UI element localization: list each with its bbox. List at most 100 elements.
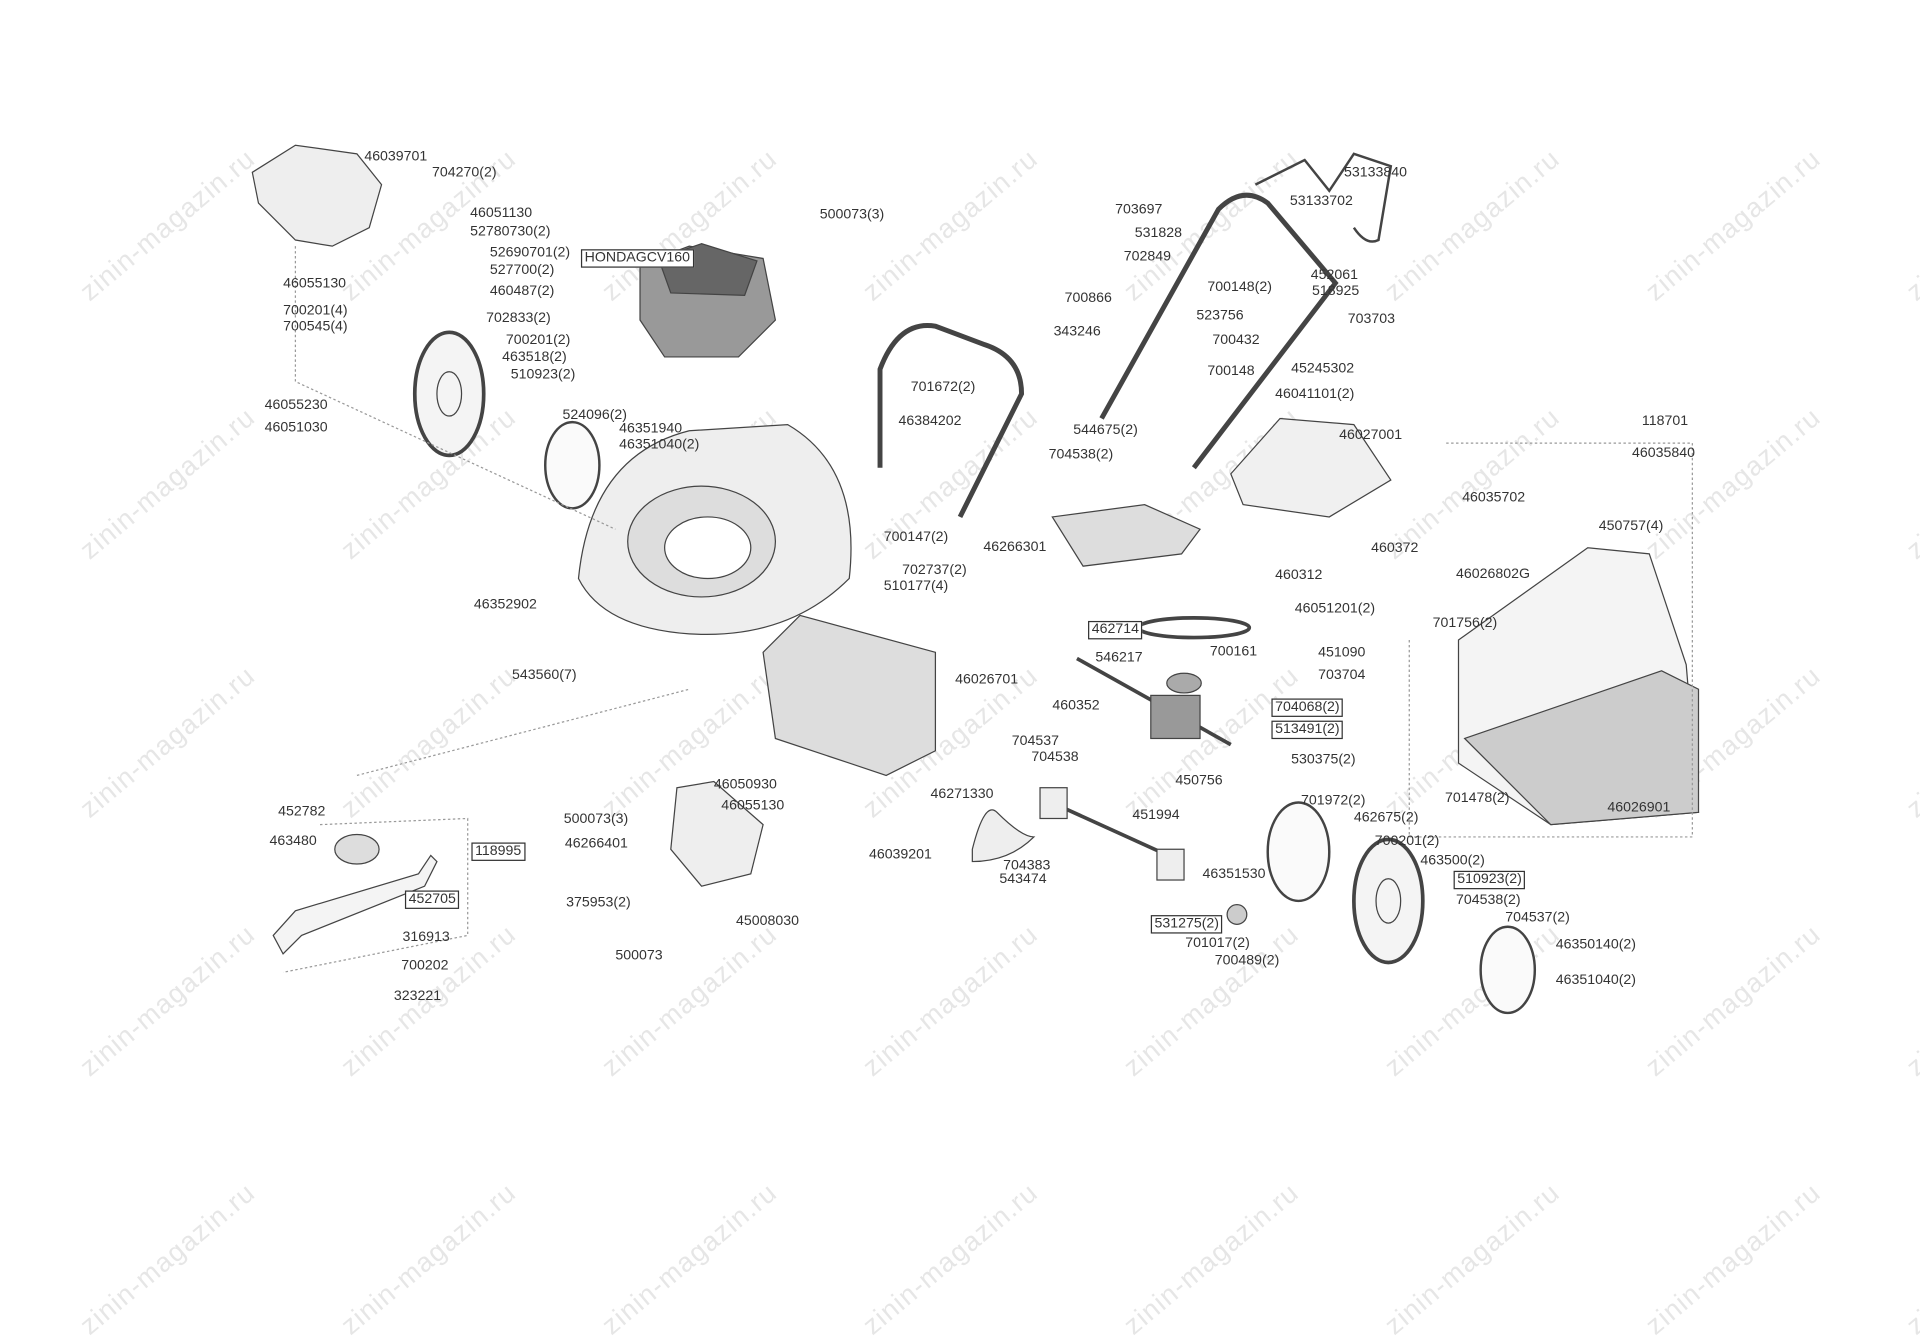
part-label-460312[interactable]: 460312 (1275, 568, 1323, 583)
part-label-463510402[interactable]: 46351040(2) (619, 437, 700, 453)
part-label-5303752[interactable]: 530375(2) (1291, 752, 1356, 768)
part-label-700148[interactable]: 700148 (1207, 363, 1255, 379)
part-label-7001472[interactable]: 700147(2) (883, 529, 949, 545)
part-label-46351530[interactable]: 46351530 (1202, 867, 1266, 882)
part-label-46051130[interactable]: 46051130 (470, 206, 533, 221)
part-label-452782[interactable]: 452782 (278, 804, 326, 820)
part-label-46055230[interactable]: 46055230 (264, 398, 328, 413)
part-label-700202[interactable]: 700202 (401, 958, 449, 973)
part-label-5000733[interactable]: 500073(3) (819, 207, 885, 223)
part-label-46351940[interactable]: 46351940 (619, 421, 683, 437)
part-label-526907012[interactable]: 52690701(2) (489, 245, 571, 261)
part-label-hondagcv160[interactable]: HONDAGCV160 (580, 249, 694, 268)
part-label-450756[interactable]: 450756 (1175, 773, 1223, 789)
part-label-46027001[interactable]: 46027001 (1339, 427, 1403, 443)
part-label-4626752[interactable]: 462675(2) (1353, 810, 1419, 826)
part-label-451090[interactable]: 451090 (1318, 645, 1366, 661)
part-label-46051030[interactable]: 46051030 (264, 420, 328, 436)
part-label-46035702[interactable]: 46035702 (1462, 490, 1526, 506)
part-label-704383[interactable]: 704383 (1003, 858, 1051, 874)
part-label-5109232[interactable]: 510923(2) (1453, 870, 1526, 890)
part-label-5277002[interactable]: 527700(2) (489, 262, 555, 278)
part-label-316913[interactable]: 316913 (402, 929, 450, 945)
part-label-4507574[interactable]: 450757(4) (1598, 518, 1664, 534)
part-label-7016722[interactable]: 701672(2) (910, 379, 976, 395)
part-label-463510402[interactable]: 46351040(2) (1555, 972, 1637, 988)
part-label-703697[interactable]: 703697 (1115, 202, 1163, 218)
part-label-7019722[interactable]: 701972(2) (1300, 793, 1366, 809)
part-label-5312752[interactable]: 531275(2) (1150, 915, 1223, 934)
part-label-518925[interactable]: 518925 (1312, 283, 1360, 299)
part-label-5109232[interactable]: 510923(2) (510, 367, 576, 383)
part-label-700866[interactable]: 700866 (1064, 291, 1112, 306)
part-label-46384202[interactable]: 46384202 (898, 414, 962, 429)
part-label-460512012[interactable]: 46051201(2) (1294, 601, 1376, 617)
part-label-46026802g[interactable]: 46026802G (1456, 566, 1531, 582)
part-label-703704[interactable]: 703704 (1318, 667, 1366, 683)
part-label-7004892[interactable]: 700489(2) (1214, 953, 1280, 969)
part-label-452705[interactable]: 452705 (404, 890, 460, 909)
part-label-523756[interactable]: 523756 (1196, 308, 1244, 324)
part-label-5101774[interactable]: 510177(4) (883, 579, 949, 594)
part-label-118701[interactable]: 118701 (1641, 414, 1689, 429)
part-label-45008030[interactable]: 45008030 (736, 913, 800, 929)
part-label-7027372[interactable]: 702737(2) (902, 563, 967, 578)
part-label-46026701[interactable]: 46026701 (955, 672, 1019, 688)
part-label-118995[interactable]: 118995 (471, 842, 525, 861)
part-label-7045382[interactable]: 704538(2) (1048, 447, 1114, 463)
part-label-46026901[interactable]: 46026901 (1607, 800, 1671, 816)
part-label-527807302[interactable]: 52780730(2) (470, 224, 551, 240)
part-label-463501402[interactable]: 46350140(2) (1555, 937, 1637, 953)
part-label-3759532[interactable]: 375953(2) (566, 895, 631, 911)
part-label-462714[interactable]: 462714 (1088, 620, 1143, 640)
part-label-46035840[interactable]: 46035840 (1632, 446, 1696, 461)
part-label-4635002[interactable]: 463500(2) (1420, 853, 1485, 869)
part-label-53133840[interactable]: 53133840 (1344, 165, 1408, 181)
part-label-7002012[interactable]: 700201(2) (1374, 833, 1440, 849)
part-label-46352902[interactable]: 46352902 (473, 597, 537, 613)
part-label-46271330[interactable]: 46271330 (930, 787, 994, 802)
part-label-4604872[interactable]: 460487(2) (489, 283, 555, 299)
part-label-7017562[interactable]: 701756(2) (1432, 616, 1498, 631)
part-label-7014782[interactable]: 701478(2) (1444, 790, 1510, 806)
part-label-704538[interactable]: 704538 (1031, 750, 1079, 765)
part-label-460411012[interactable]: 46041101(2) (1275, 387, 1355, 402)
part-label-343246[interactable]: 343246 (1053, 324, 1101, 340)
part-label-7002014[interactable]: 700201(4) (283, 303, 348, 319)
part-label-4635182[interactable]: 463518(2) (502, 350, 567, 365)
part-label-460352[interactable]: 460352 (1052, 698, 1100, 714)
part-label-46055130[interactable]: 46055130 (283, 276, 347, 292)
part-label-543474[interactable]: 543474 (999, 872, 1047, 887)
part-label-53133702[interactable]: 53133702 (1289, 193, 1353, 209)
part-label-46055130[interactable]: 46055130 (721, 798, 785, 813)
part-label-700432[interactable]: 700432 (1212, 332, 1260, 348)
part-label-463480[interactable]: 463480 (269, 833, 317, 849)
part-label-7045372[interactable]: 704537(2) (1505, 910, 1570, 925)
part-label-45245302[interactable]: 45245302 (1291, 361, 1355, 377)
part-label-5446752[interactable]: 544675(2) (1073, 422, 1138, 438)
part-label-7028332[interactable]: 702833(2) (486, 310, 551, 326)
part-label-46266401[interactable]: 46266401 (564, 836, 628, 852)
part-label-46039701[interactable]: 46039701 (364, 149, 428, 165)
part-label-5240962[interactable]: 524096(2) (562, 408, 628, 423)
part-label-5134912[interactable]: 513491(2) (1271, 720, 1344, 740)
part-label-7045382[interactable]: 704538(2) (1456, 892, 1521, 908)
part-label-500073[interactable]: 500073 (615, 948, 663, 964)
part-label-5435607[interactable]: 543560(7) (512, 667, 577, 683)
part-label-531828[interactable]: 531828 (1134, 225, 1183, 241)
part-label-460372[interactable]: 460372 (1371, 540, 1419, 556)
part-label-7005454[interactable]: 700545(4) (283, 319, 348, 335)
part-label-700161[interactable]: 700161 (1209, 644, 1258, 660)
part-label-7010172[interactable]: 701017(2) (1185, 936, 1250, 951)
part-label-451994[interactable]: 451994 (1132, 808, 1180, 823)
part-label-46039201[interactable]: 46039201 (868, 847, 932, 863)
part-label-7002012[interactable]: 700201(2) (505, 332, 571, 348)
part-label-702849[interactable]: 702849 (1123, 249, 1171, 265)
part-label-452061[interactable]: 452061 (1310, 267, 1359, 283)
part-label-46266301[interactable]: 46266301 (983, 539, 1047, 555)
part-label-7042702[interactable]: 704270(2) (432, 165, 497, 181)
part-label-46050930[interactable]: 46050930 (713, 777, 777, 793)
part-label-546217[interactable]: 546217 (1095, 650, 1143, 666)
part-label-7040682[interactable]: 704068(2) (1271, 698, 1344, 717)
part-label-703703[interactable]: 703703 (1347, 312, 1395, 327)
